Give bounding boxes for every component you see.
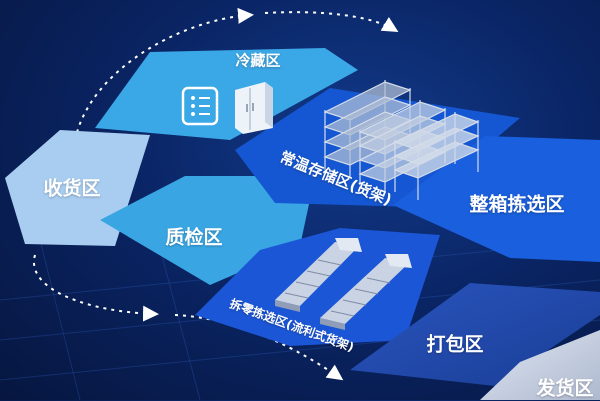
zone-label-cold-storage: 冷藏区 xyxy=(235,51,281,70)
zone-packing[interactable] xyxy=(350,283,600,386)
zone-shipping[interactable] xyxy=(480,330,600,400)
zone-label-packing: 打包区 xyxy=(426,333,484,356)
zone-cold-storage[interactable] xyxy=(95,48,358,140)
refrigerator-icon xyxy=(235,82,273,134)
flow-arrow-bottom xyxy=(174,314,344,381)
flow-rack-conveyor-icon xyxy=(275,238,412,330)
zone-label-case-picking: 整箱拣选区 xyxy=(469,193,565,216)
flow-arrows xyxy=(32,7,399,381)
storage-shelf-racks-icon xyxy=(323,80,480,200)
flow-arrow-left xyxy=(32,254,159,322)
document-list-icon xyxy=(181,86,219,126)
zone-label-shipping: 发货区 xyxy=(536,377,594,400)
flow-arrow-top-right xyxy=(264,11,399,33)
flow-arrow-top xyxy=(74,7,254,141)
zone-label-quality-check: 质检区 xyxy=(165,226,223,249)
zone-case-picking[interactable] xyxy=(393,136,600,262)
zone-label-receiving: 收货区 xyxy=(43,177,101,200)
